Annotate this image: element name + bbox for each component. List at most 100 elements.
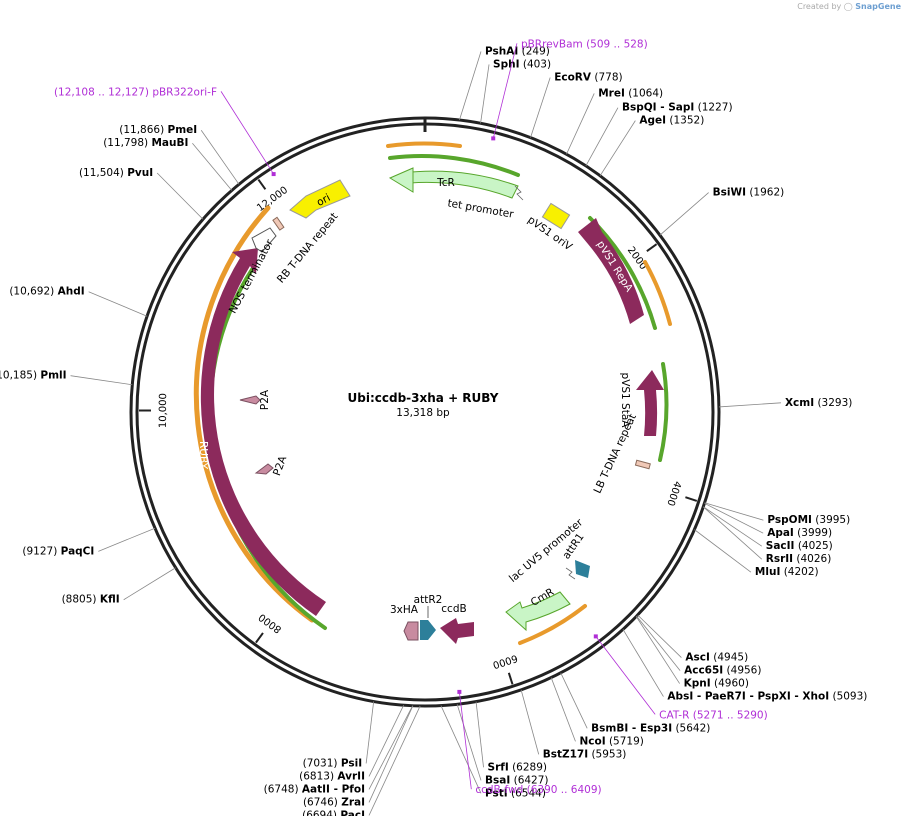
site-name: MreI bbox=[598, 87, 625, 99]
primer-range: (6390 .. 6409) bbox=[527, 784, 602, 796]
site-name: PspOMI bbox=[767, 514, 812, 526]
site-kpni[interactable]: KpnI (4960) bbox=[635, 616, 749, 690]
site-position: (778) bbox=[594, 71, 622, 83]
site-name: BsaI bbox=[485, 774, 510, 786]
site-leader-line bbox=[560, 672, 588, 729]
site-name: KflI bbox=[100, 594, 120, 606]
primer-sites: pBRrevBam (509 .. 528) CAT-R (5271 .. 529… bbox=[54, 38, 768, 796]
site-name: BsiWI bbox=[713, 187, 746, 199]
site-sacii[interactable]: SacII (4025) bbox=[703, 506, 833, 552]
site-bstz17i[interactable]: BstZ17I (5953) bbox=[520, 689, 626, 761]
site-position: (4026) bbox=[796, 553, 831, 565]
primer-pbr322ori-f[interactable]: (12,108 .. 12,127) pBR322ori-F bbox=[54, 86, 276, 177]
coord-tick bbox=[646, 243, 658, 252]
tet-promoter-mark bbox=[514, 185, 524, 201]
site-name: PvuI bbox=[127, 167, 153, 179]
site-position: (1227) bbox=[698, 102, 733, 114]
site-pspomi[interactable]: PspOMI (3995) bbox=[704, 502, 851, 526]
site-paci[interactable]: (6694) PacI bbox=[302, 705, 421, 816]
site-acc65i[interactable]: Acc65I (4956) bbox=[636, 615, 762, 677]
site-kfli[interactable]: (8805) KflI bbox=[62, 567, 176, 606]
site-name: MauBI bbox=[151, 137, 188, 149]
feature-label-pvs1-staa: pVS1 StaA bbox=[619, 373, 631, 429]
site-paqci[interactable]: (9127) PaqCI bbox=[22, 527, 156, 557]
site-position: (11,798) bbox=[103, 137, 148, 149]
site-pshai[interactable]: PshAI (249) bbox=[459, 45, 550, 121]
site-label: KpnI (4960) bbox=[684, 678, 749, 690]
primer-cat-r[interactable]: CAT-R (5271 .. 5290) bbox=[593, 634, 768, 721]
site-bsmbi-esp3i[interactable]: BsmBI - Esp3I (5642) bbox=[560, 672, 711, 735]
site-label: (8805) KflI bbox=[62, 594, 120, 606]
site-leader-line bbox=[704, 502, 764, 521]
plasmid-name: Ubi:ccdb-3xha + RUBY bbox=[348, 391, 499, 405]
site-apai[interactable]: ApaI (3999) bbox=[704, 502, 832, 539]
site-asci[interactable]: AscI (4945) bbox=[637, 614, 749, 664]
site-position: (10,185) bbox=[0, 370, 37, 382]
site-name: ApaI bbox=[767, 527, 794, 539]
site-label: (11,504) PvuI bbox=[79, 167, 153, 179]
feature-label-tcr: TcR bbox=[436, 177, 455, 189]
site-mrei[interactable]: MreI (1064) bbox=[566, 87, 663, 155]
coord-tick bbox=[507, 672, 514, 685]
site-name: RsrII bbox=[766, 553, 793, 565]
site-srfi[interactable]: SrfI (6289) bbox=[475, 701, 547, 774]
site-pmli[interactable]: (10,185) PmlI bbox=[0, 370, 133, 386]
feature-label-ccdb: ccdB bbox=[441, 603, 466, 615]
site-leader-line bbox=[98, 527, 156, 552]
site-position: (6694) bbox=[302, 809, 337, 816]
coord-tick bbox=[685, 496, 698, 502]
site-label: EcoRV (778) bbox=[554, 71, 622, 83]
site-bsai[interactable]: BsaI (6427) bbox=[456, 704, 549, 786]
snapgene-logo-icon: ◯ bbox=[843, 2, 853, 11]
site-leader-line bbox=[200, 129, 240, 185]
site-leader-line bbox=[192, 142, 233, 191]
backbone bbox=[129, 116, 721, 708]
site-pvui[interactable]: (11,504) PvuI bbox=[79, 167, 204, 220]
site-maubi[interactable]: (11,798) MauBI bbox=[103, 137, 233, 191]
site-name: PmlI bbox=[40, 370, 66, 382]
site-leader-line bbox=[440, 705, 482, 794]
site-leader-line bbox=[636, 615, 681, 671]
site-xcmi[interactable]: XcmI (3293) bbox=[718, 397, 852, 409]
site-bsiwi[interactable]: BsiWI (1962) bbox=[659, 187, 784, 236]
primer-leader-line bbox=[492, 43, 518, 139]
site-position: (6748) bbox=[264, 783, 299, 795]
site-aatii-pfoi[interactable]: (6748) AatII - PfoI bbox=[264, 705, 414, 796]
primer-ccdb-fwd[interactable]: ccdB-fwd (6390 .. 6409) bbox=[457, 689, 602, 796]
site-ncoi[interactable]: NcoI (5719) bbox=[550, 677, 644, 748]
site-label: BspQI - SapI (1227) bbox=[622, 102, 733, 114]
site-label: MluI (4202) bbox=[755, 566, 819, 578]
site-bspqi-sapi[interactable]: BspQI - SapI (1227) bbox=[585, 102, 733, 167]
site-position: (4945) bbox=[713, 652, 748, 664]
feature-label-p2a-1: P2A bbox=[259, 389, 271, 410]
site-ahdi[interactable]: (10,692) AhdI bbox=[9, 286, 148, 317]
site-position: (5719) bbox=[609, 735, 644, 747]
site-sphi[interactable]: SphI (403) bbox=[480, 58, 552, 124]
site-position: (249) bbox=[522, 45, 550, 57]
primer-label: pBRrevBam (509 .. 528) bbox=[521, 38, 648, 50]
feature-3xha bbox=[403, 621, 419, 641]
site-psti[interactable]: PstI (6544) bbox=[440, 705, 546, 800]
site-mlui[interactable]: MluI (4202) bbox=[694, 529, 819, 579]
site-rsrii[interactable]: RsrII (4026) bbox=[703, 506, 831, 565]
site-psii[interactable]: (7031) PsiI bbox=[303, 701, 375, 769]
credit-brand: SnapGene bbox=[855, 2, 901, 11]
site-ecorv[interactable]: EcoRV (778) bbox=[530, 71, 623, 138]
site-label: AgeI (1352) bbox=[639, 115, 704, 127]
site-absi-paer7i-pspxi-xhoi[interactable]: AbsI - PaeR7I - PspXI - XhoI (5093) bbox=[622, 629, 867, 703]
primer-pbrrevbam[interactable]: pBRrevBam (509 .. 528) bbox=[491, 38, 648, 141]
site-leader-line bbox=[599, 120, 636, 177]
site-leader-line bbox=[456, 704, 482, 781]
site-avrii[interactable]: (6813) AvrII bbox=[299, 705, 405, 782]
site-leader-line bbox=[637, 614, 682, 658]
site-zrai[interactable]: (6746) ZraI bbox=[303, 705, 414, 809]
site-pmei[interactable]: (11,866) PmeI bbox=[119, 124, 240, 185]
site-leader-line bbox=[566, 93, 595, 155]
site-leader-line bbox=[520, 689, 540, 755]
site-name: XcmI bbox=[785, 397, 814, 409]
site-name: AbsI - PaeR7I - PspXI - XhoI bbox=[667, 691, 829, 703]
coord-tick bbox=[255, 632, 264, 644]
site-position: (8805) bbox=[62, 594, 97, 606]
site-agei[interactable]: AgeI (1352) bbox=[599, 115, 704, 177]
primer-mark bbox=[457, 689, 462, 694]
